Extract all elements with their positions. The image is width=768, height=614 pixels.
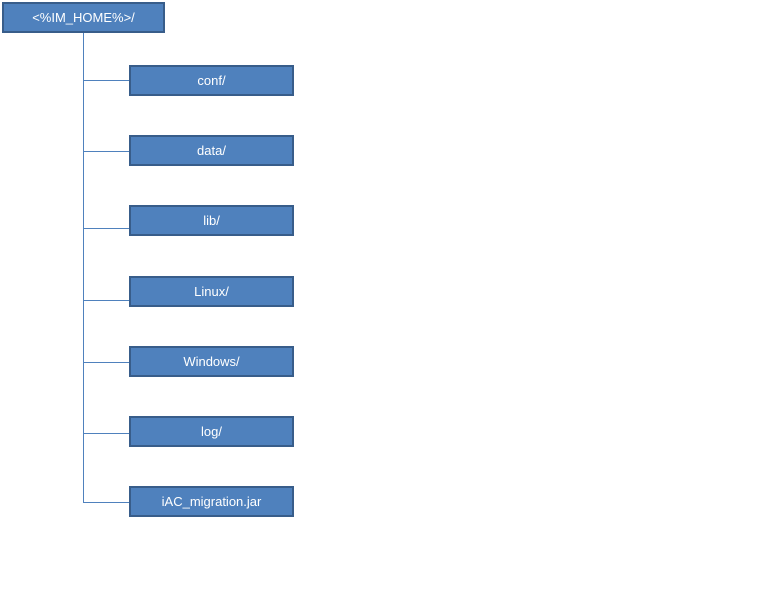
folder-label-conf: conf/ bbox=[197, 73, 226, 88]
root-folder-label: <%IM_HOME%>/ bbox=[32, 10, 135, 25]
tree-trunk-line bbox=[83, 33, 84, 502]
branch-line-conf bbox=[83, 80, 130, 81]
branch-line-windows bbox=[83, 362, 130, 363]
folder-label-data: data/ bbox=[197, 143, 226, 158]
branch-line-log bbox=[83, 433, 130, 434]
folder-node-linux[interactable]: Linux/ bbox=[129, 276, 294, 307]
folder-label-linux: Linux/ bbox=[194, 284, 229, 299]
folder-node-conf[interactable]: conf/ bbox=[129, 65, 294, 96]
file-label-jar: iAC_migration.jar bbox=[161, 494, 262, 509]
folder-node-data[interactable]: data/ bbox=[129, 135, 294, 166]
folder-label-log: log/ bbox=[201, 424, 222, 439]
folder-node-windows[interactable]: Windows/ bbox=[129, 346, 294, 377]
branch-line-lib bbox=[83, 228, 130, 229]
root-folder-node[interactable]: <%IM_HOME%>/ bbox=[2, 2, 165, 33]
folder-label-lib: lib/ bbox=[203, 213, 220, 228]
folder-label-windows: Windows/ bbox=[183, 354, 240, 369]
file-node-jar[interactable]: iAC_migration.jar bbox=[129, 486, 294, 517]
folder-node-log[interactable]: log/ bbox=[129, 416, 294, 447]
branch-line-jar bbox=[83, 502, 130, 503]
branch-line-data bbox=[83, 151, 130, 152]
branch-line-linux bbox=[83, 300, 130, 301]
folder-node-lib[interactable]: lib/ bbox=[129, 205, 294, 236]
